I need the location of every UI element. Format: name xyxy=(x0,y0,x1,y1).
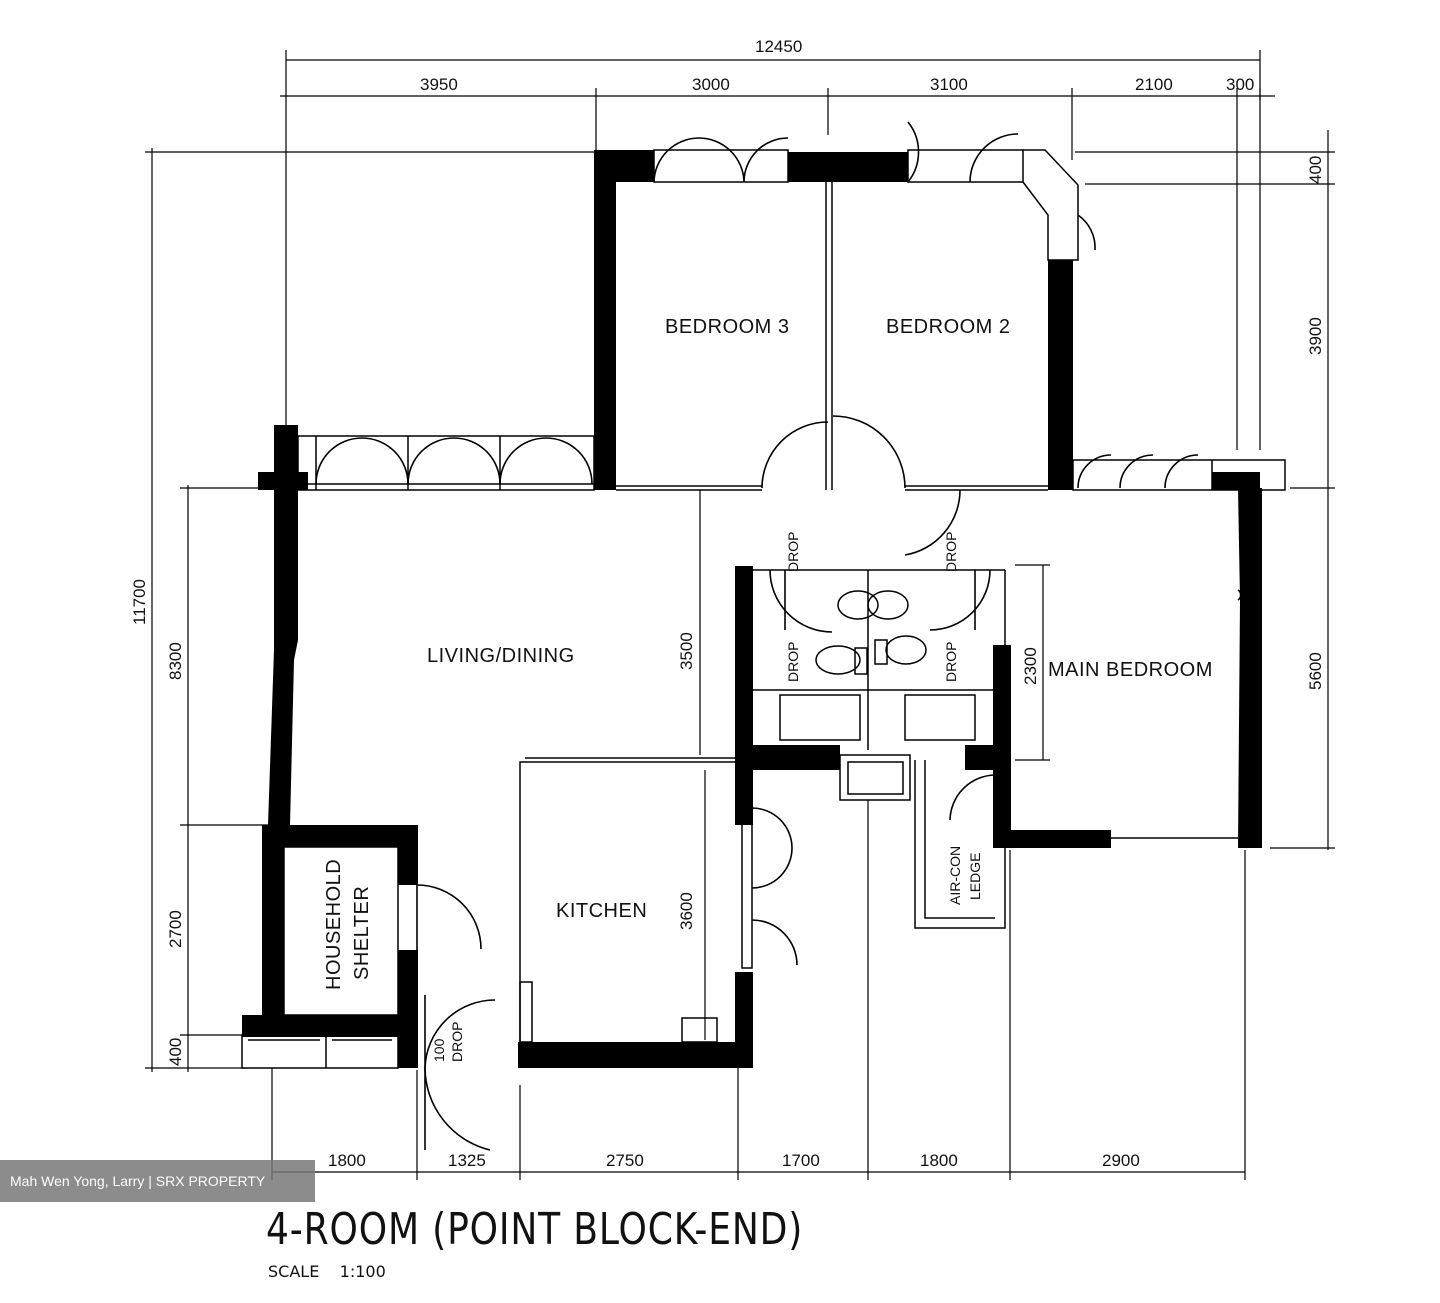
dim-top-total: 12450 xyxy=(755,37,802,56)
walls xyxy=(242,150,1262,1068)
label-aircon: AIR-CON xyxy=(947,846,963,905)
drop-label-4: DROP xyxy=(943,642,959,682)
dim-bottom-5: 1800 xyxy=(920,1151,958,1170)
dim-top-4: 2100 xyxy=(1135,75,1173,94)
room-labels: BEDROOM 3 BEDROOM 2 LIVING/DINING MAIN B… xyxy=(323,316,1213,990)
dim-left-2: 2700 xyxy=(166,910,185,948)
dim-right-2: 3900 xyxy=(1306,317,1325,355)
watermark: Mah Wen Yong, Larry | SRX PROPERTY xyxy=(0,1160,315,1202)
label-living-dining: LIVING/DINING xyxy=(427,645,575,667)
drop-label-1: DROP xyxy=(785,532,801,572)
label-kitchen: KITCHEN xyxy=(556,900,647,922)
dim-bottom-2: 1325 xyxy=(448,1151,486,1170)
dim-left-total: 11700 xyxy=(130,579,149,625)
dim-top-3: 3100 xyxy=(930,75,968,94)
label-household: HOUSEHOLD xyxy=(323,859,345,990)
door-swings xyxy=(315,121,1242,1151)
dim-bottom-3: 2750 xyxy=(606,1151,644,1170)
dim-bottom-4: 1700 xyxy=(782,1151,820,1170)
drop-label-3: DROP xyxy=(785,642,801,682)
dim-inner-kitchen: 3600 xyxy=(677,892,696,930)
dim-left-3: 400 xyxy=(166,1038,185,1066)
plan-scale: SCALE 1:100 xyxy=(268,1262,386,1281)
dim-bottom-1: 1800 xyxy=(328,1151,366,1170)
plan-title: 4-ROOM (POINT BLOCK-END) xyxy=(266,1204,804,1255)
dim-left-1: 8300 xyxy=(166,642,185,680)
label-bedroom-2: BEDROOM 2 xyxy=(886,316,1011,338)
dim-top-2: 3000 xyxy=(692,75,730,94)
drop-label-entrance: DROP xyxy=(449,1022,465,1062)
drop-label-2: DROP xyxy=(943,532,959,572)
label-main-bedroom: MAIN BEDROOM xyxy=(1048,659,1213,681)
label-bedroom-3: BEDROOM 3 xyxy=(665,316,790,338)
dim-right-1: 400 xyxy=(1306,156,1325,184)
label-ledge: LEDGE xyxy=(967,853,983,900)
dim-top-5: 300 xyxy=(1226,75,1254,94)
dim-right-3: 5600 xyxy=(1306,652,1325,690)
dim-inner-living: 3500 xyxy=(677,632,696,670)
partitions xyxy=(241,149,1286,1069)
label-shelter: SHELTER xyxy=(351,886,373,980)
dim-bottom-6: 2900 xyxy=(1102,1151,1140,1170)
dim-top-1: 3950 xyxy=(420,75,458,94)
dimension-labels: 12450 3950 3000 3100 2100 300 1800 1325 … xyxy=(130,37,1325,1170)
drop-annotations: DROP DROP DROP DROP 100 DROP xyxy=(431,532,959,1062)
dim-inner-bedroom: 2300 xyxy=(1021,647,1040,685)
drop-label-100: 100 xyxy=(431,1038,447,1062)
